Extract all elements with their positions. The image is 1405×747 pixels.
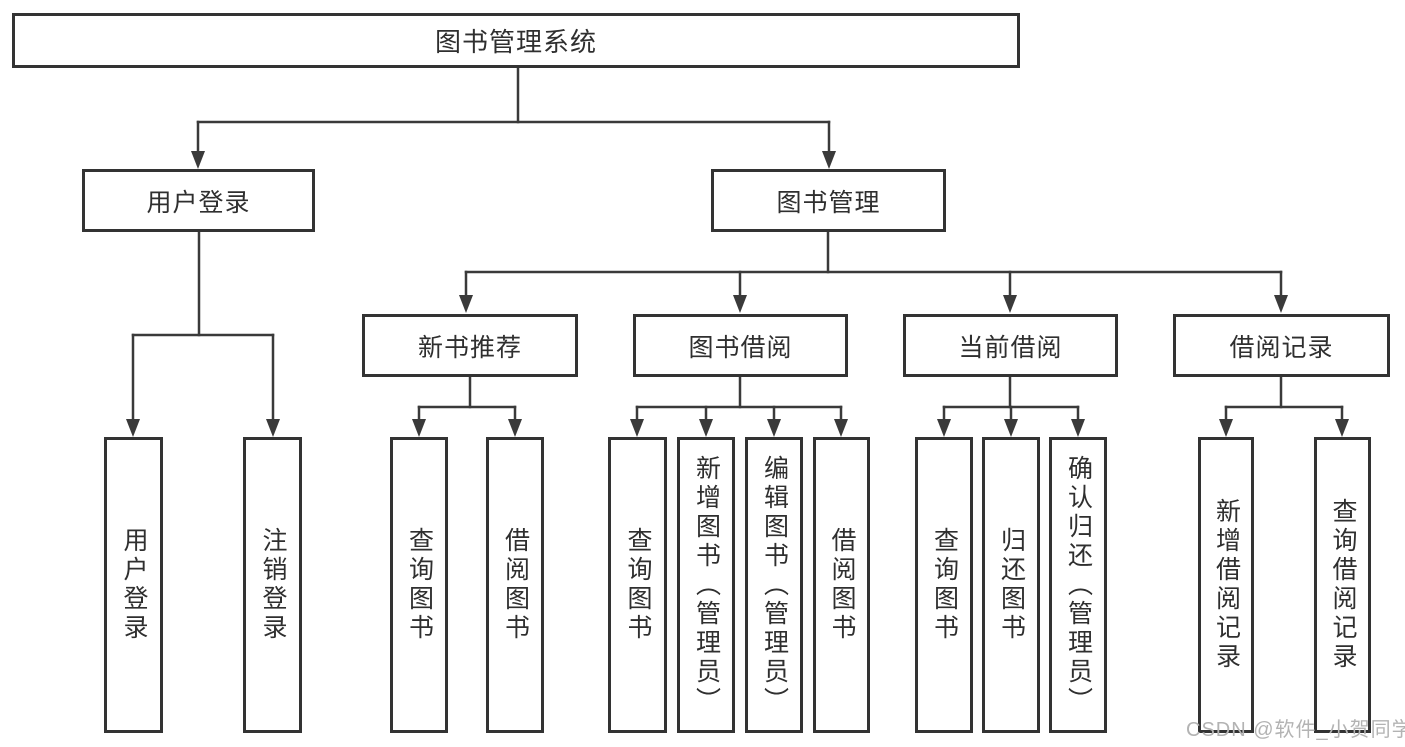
node-user-login-label: 用户登录 [146, 188, 251, 217]
leaf-query-books-recommend: 查询图书 [390, 437, 448, 733]
node-current-borrow: 当前借阅 [903, 314, 1118, 377]
leaf-borrow-books: 借阅图书 [813, 437, 870, 733]
leaf-add-borrow-record-label: 新增借阅记录 [1212, 498, 1241, 672]
node-borrow-records-label: 借阅记录 [1229, 333, 1334, 362]
leaf-edit-book-admin: 编辑图书（管理员） [745, 437, 803, 733]
leaf-query-books-recommend-label: 查询图书 [405, 527, 434, 643]
node-root-system: 图书管理系统 [12, 13, 1020, 68]
leaf-confirm-return-admin: 确认归还（管理员） [1049, 437, 1107, 733]
leaf-add-borrow-record: 新增借阅记录 [1198, 437, 1254, 733]
leaf-logout: 注销登录 [243, 437, 302, 733]
leaf-add-book-admin: 新增图书（管理员） [677, 437, 735, 733]
node-borrow-records: 借阅记录 [1173, 314, 1390, 377]
leaf-borrow-books-recommend: 借阅图书 [486, 437, 544, 733]
leaf-query-books-borrow: 查询图书 [608, 437, 667, 733]
node-book-borrow: 图书借阅 [633, 314, 848, 377]
leaf-logout-label: 注销登录 [259, 527, 287, 643]
leaf-return-book: 归还图书 [982, 437, 1040, 733]
node-current-borrow-label: 当前借阅 [958, 333, 1063, 362]
leaf-edit-book-admin-label: 编辑图书（管理员） [760, 454, 789, 716]
node-book-borrow-label: 图书借阅 [688, 333, 793, 362]
leaf-user-login-label: 用户登录 [120, 527, 148, 643]
node-book-management: 图书管理 [711, 169, 946, 232]
leaf-query-books-current-label: 查询图书 [930, 527, 959, 643]
leaf-query-borrow-record: 查询借阅记录 [1314, 437, 1371, 733]
leaf-borrow-books-label: 借阅图书 [828, 527, 856, 643]
node-new-book-recommend-label: 新书推荐 [417, 333, 522, 362]
leaf-query-books-current: 查询图书 [915, 437, 973, 733]
csdn-watermark: CSDN @软件_小贺同学 [1186, 719, 1405, 741]
leaf-query-books-borrow-label: 查询图书 [624, 527, 652, 643]
node-user-login: 用户登录 [82, 169, 315, 232]
leaf-add-book-admin-label: 新增图书（管理员） [692, 454, 721, 716]
leaf-return-book-label: 归还图书 [997, 527, 1026, 643]
leaf-confirm-return-admin-label: 确认归还（管理员） [1064, 454, 1093, 716]
leaf-query-borrow-record-label: 查询借阅记录 [1329, 498, 1357, 672]
node-root-label: 图书管理系统 [434, 27, 597, 57]
node-book-management-label: 图书管理 [776, 188, 881, 217]
leaf-user-login: 用户登录 [104, 437, 163, 733]
node-new-book-recommend: 新书推荐 [362, 314, 578, 377]
leaf-borrow-books-recommend-label: 借阅图书 [501, 527, 530, 643]
